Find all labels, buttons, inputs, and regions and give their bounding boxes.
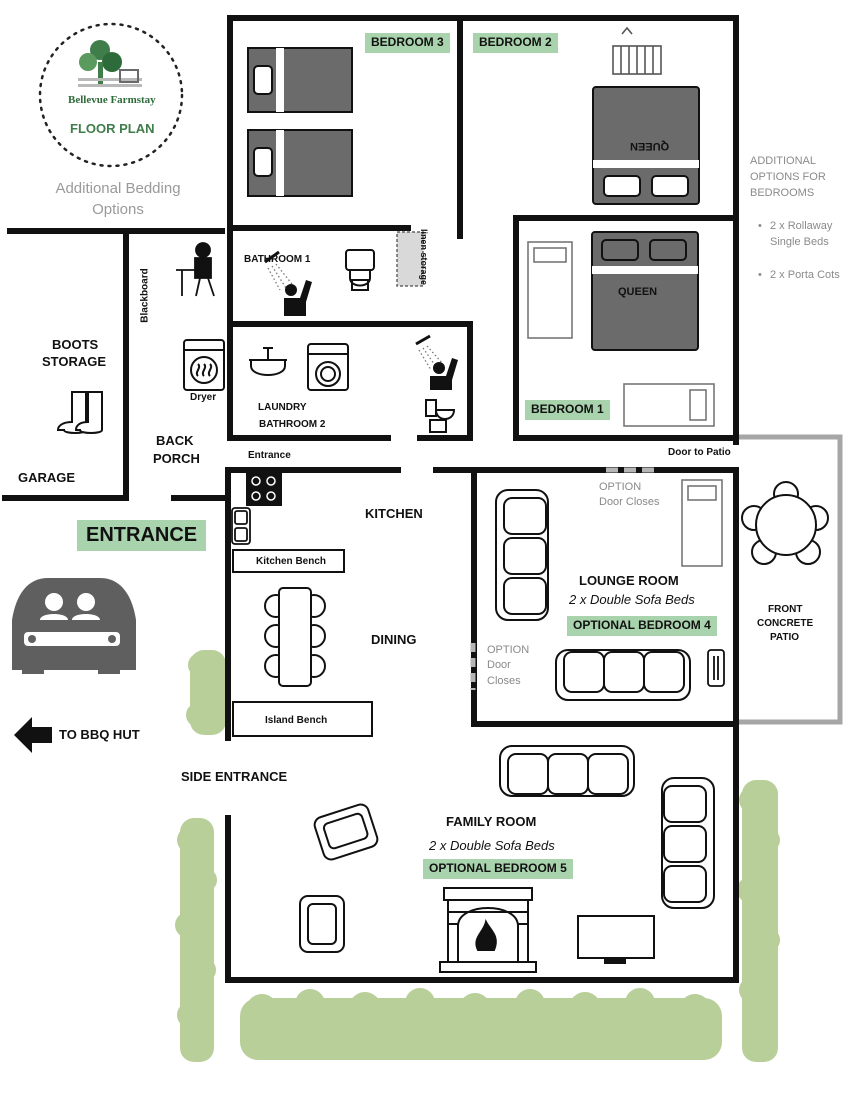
label-back: BACK <box>156 433 194 448</box>
rollaway-bed-vertical-icon <box>527 241 573 339</box>
logo-name: Bellevue Farmstay <box>68 94 156 106</box>
dryer-icon <box>183 339 225 391</box>
shower-bathroom2-icon <box>415 334 458 390</box>
label-side-entrance: SIDE ENTRANCE <box>181 769 288 784</box>
kitchen-bench-shape <box>232 549 345 573</box>
toilet-bathroom1-icon <box>345 249 375 291</box>
patio-table-icon <box>741 481 829 565</box>
label-entrance-door: Entrance <box>248 450 291 461</box>
tag-bedroom1: BEDROOM 1 <box>525 400 610 420</box>
label-patio: PATIO <box>770 632 800 643</box>
label-storage: STORAGE <box>42 354 107 369</box>
option-top-1: OPTION <box>599 481 642 493</box>
sidebar-heading-1: ADDITIONAL <box>750 155 817 167</box>
cooktop-icon <box>246 472 282 506</box>
label-family-room: FAMILY ROOM <box>446 814 537 829</box>
label-linen-storage: linen storage <box>418 228 429 285</box>
label-dryer: Dryer <box>190 392 217 403</box>
boots-icon <box>56 391 103 434</box>
label-lounge-room: LOUNGE ROOM <box>579 573 679 588</box>
label-concrete: CONCRETE <box>757 618 814 629</box>
label-front: FRONT <box>768 604 803 615</box>
label-laundry: LAUNDRY <box>258 402 307 413</box>
label-porch: PORCH <box>153 451 200 466</box>
queen-bed-bedroom2-icon <box>592 86 700 205</box>
air-conditioner-icon <box>707 649 725 687</box>
label-bathroom2: BATHROOM 2 <box>259 419 326 430</box>
label-family-beds: 2 x Double Sofa Beds <box>429 838 555 853</box>
walls <box>2 15 739 983</box>
logo-ring <box>38 22 184 168</box>
option-left-1: OPTION <box>487 644 530 656</box>
sofa-right-family-icon <box>661 777 715 909</box>
front-patio-outline <box>738 434 843 725</box>
sofa-top-family-icon <box>499 745 635 797</box>
label-dining: DINING <box>371 632 417 647</box>
single-bed-1-icon <box>247 47 353 113</box>
sidebar-bullet-2-icon: • <box>758 269 762 281</box>
shower-bathroom1-icon <box>264 250 312 316</box>
label-kitchen: KITCHEN <box>365 506 423 521</box>
sofa-vertical-lounge-icon <box>495 489 549 621</box>
logo-subtitle: FLOOR PLAN <box>70 121 155 136</box>
hedges <box>175 650 780 1062</box>
armchair-2-icon <box>299 895 345 953</box>
label-garage: GARAGE <box>18 470 76 485</box>
dining-table-icon <box>264 587 326 687</box>
label-island-bench: Island Bench <box>265 715 328 726</box>
label-queen-bedroom1: QUEEN <box>618 286 658 298</box>
option-top-2: Door Closes <box>599 496 660 508</box>
label-lounge-beds: 2 x Double Sofa Beds <box>569 592 695 607</box>
sidebar-item2: 2 x Porta Cots <box>770 269 840 281</box>
toilet-bathroom2-icon <box>425 399 456 433</box>
car-icon <box>12 578 136 674</box>
sofa-horizontal-lounge-icon <box>555 649 691 701</box>
rollaway-bed-horizontal-icon <box>623 383 715 427</box>
label-kitchen-bench: Kitchen Bench <box>256 556 327 567</box>
sidebar-heading-2: OPTIONS FOR <box>750 171 826 183</box>
tag-bedroom3: BEDROOM 3 <box>365 33 450 53</box>
label-queen-bedroom2: QUEEN <box>630 140 670 153</box>
armchair-1-icon <box>313 803 379 861</box>
label-blackboard: Blackboard <box>139 268 151 323</box>
left-arrow-icon <box>14 717 52 753</box>
tv-icon <box>577 915 655 964</box>
sidebar-item1-line1: 2 x Rollaway <box>770 220 833 232</box>
sidebar-heading-3: BEDROOMS <box>750 187 815 199</box>
fireplace-icon <box>439 887 537 973</box>
rollaway-bed-lounge-icon <box>681 479 723 567</box>
label-bathroom1: BATHROOM 1 <box>244 254 311 265</box>
option-left-2: Door <box>487 659 511 671</box>
logo-tree-icon <box>78 40 142 87</box>
kitchen-sink-icon <box>231 507 251 545</box>
sidebar-item1-line2: Single Beds <box>770 236 829 248</box>
tag-bedroom2: BEDROOM 2 <box>473 33 558 53</box>
sidebar-bullet-1-icon: • <box>758 220 762 232</box>
tag-entrance: ENTRANCE <box>77 520 207 551</box>
island-bench-shape <box>232 701 373 737</box>
sink-icon <box>249 347 287 376</box>
tag-optional-bedroom5: OPTIONAL BEDROOM 5 <box>423 859 573 879</box>
label-boots: BOOTS <box>52 337 99 352</box>
label-door-to-patio: Door to Patio <box>668 447 731 458</box>
porta-cot-icon <box>612 26 662 75</box>
additional-bedding-title: Additional Bedding Options <box>55 180 181 218</box>
label-to-bbq-hut: TO BBQ HUT <box>59 727 140 742</box>
queen-bed-bedroom1-icon <box>591 231 699 351</box>
study-desk-icon <box>176 242 215 297</box>
option-left-3: Closes <box>487 675 521 687</box>
washing-machine-icon <box>307 343 349 391</box>
single-bed-2-icon <box>247 129 353 197</box>
tag-optional-bedroom4: OPTIONAL BEDROOM 4 <box>567 616 717 636</box>
linen-storage-box <box>396 231 424 287</box>
